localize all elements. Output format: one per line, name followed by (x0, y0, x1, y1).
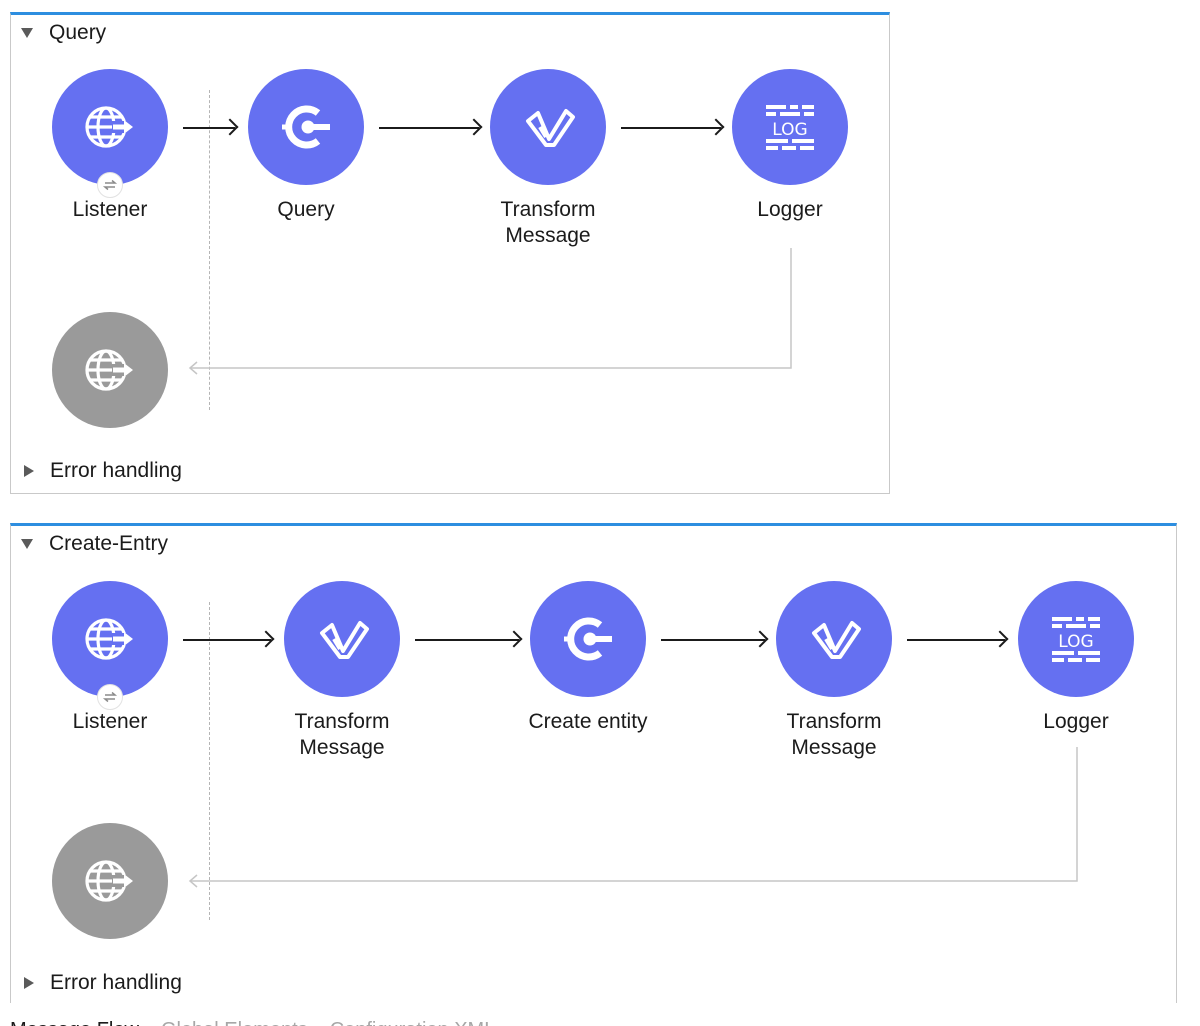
flow-arrow (415, 639, 519, 641)
error-handling-label: Error handling (50, 971, 182, 994)
flow-arrow (379, 127, 479, 129)
node-label: Query (277, 198, 335, 221)
flow-create-entry: Create-Entry Listener Transform Message … (10, 523, 1177, 1003)
flow-title: Create-Entry (49, 532, 169, 555)
transform-message-node[interactable] (776, 581, 892, 697)
tab-configuration-xml[interactable]: Configuration XML (330, 1016, 496, 1026)
listener-response-node[interactable] (52, 312, 168, 428)
http-listener-icon (78, 338, 142, 402)
collapse-triangle-icon[interactable] (21, 28, 33, 38)
node-label: Transform Message (786, 710, 882, 759)
transform-message-node[interactable] (284, 581, 400, 697)
svg-text:LOG: LOG (772, 120, 807, 140)
flow-header-query[interactable]: Query (21, 21, 106, 45)
node-label: Listener (72, 710, 148, 733)
flow-query: Query Listener Query Transform Message L… (10, 12, 890, 494)
tab-global-elements[interactable]: Global Elements (161, 1016, 308, 1026)
expand-triangle-icon[interactable] (24, 465, 34, 477)
collapse-triangle-icon[interactable] (21, 539, 33, 549)
svg-text:LOG: LOG (1058, 632, 1093, 652)
node-label: Transform Message (500, 198, 596, 247)
transform-message-node[interactable] (490, 69, 606, 185)
flow-arrow (621, 127, 721, 129)
editor-tabs: Message Flow Global Elements Configurati… (0, 1012, 1200, 1026)
flow-arrow (907, 639, 1005, 641)
error-handling-toggle[interactable]: Error handling (24, 459, 182, 483)
source-separator (209, 90, 210, 410)
logger-node[interactable]: LOG (732, 69, 848, 185)
expand-triangle-icon[interactable] (24, 977, 34, 989)
node-label: Listener (72, 198, 148, 221)
listener-response-node[interactable] (52, 823, 168, 939)
return-path (188, 248, 792, 375)
http-listener-icon (78, 849, 142, 913)
flow-arrow (183, 639, 271, 641)
listener-node[interactable] (52, 69, 168, 185)
tab-message-flow[interactable]: Message Flow (10, 1016, 139, 1026)
error-handling-toggle[interactable]: Error handling (24, 971, 182, 995)
create-entity-node[interactable] (530, 581, 646, 697)
node-label: Transform Message (294, 710, 390, 759)
flow-header-create-entry[interactable]: Create-Entry (21, 532, 168, 556)
node-label: Logger (757, 198, 823, 221)
return-path (188, 747, 1078, 888)
logger-icon: LOG (1052, 617, 1100, 662)
source-separator (209, 602, 210, 920)
listener-node[interactable] (52, 581, 168, 697)
logger-node[interactable]: LOG (1018, 581, 1134, 697)
logger-icon: LOG (766, 105, 814, 150)
node-label: Logger (1043, 710, 1109, 733)
swap-icon (97, 684, 123, 710)
node-label: Create entity (528, 710, 648, 733)
flow-arrow (183, 127, 235, 129)
error-handling-label: Error handling (50, 459, 182, 482)
flow-title: Query (49, 21, 107, 44)
flow-arrow (661, 639, 765, 641)
query-node[interactable] (248, 69, 364, 185)
swap-icon (97, 172, 123, 198)
